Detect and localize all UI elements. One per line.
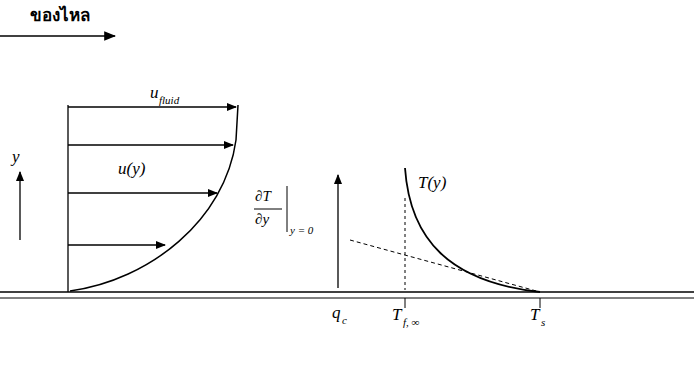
heat-flux-arrow <box>337 175 338 288</box>
dashed-reference <box>405 198 406 290</box>
tick-mark <box>540 298 541 308</box>
profile-label: T(y) <box>418 174 446 193</box>
y-axis-arrow <box>19 172 20 240</box>
profile-base <box>67 105 68 292</box>
derivative-numerator: ∂T <box>255 188 271 205</box>
subscript: c <box>342 314 347 326</box>
tick-mark <box>405 298 406 308</box>
velocity-curve <box>70 105 238 291</box>
evaluation-point: y = 0 <box>290 224 313 236</box>
fraction-bar <box>254 209 282 210</box>
evaluation-bar <box>287 186 288 232</box>
flow-label: ของไหล <box>30 6 90 25</box>
heat-flux-symbol: q <box>332 304 341 323</box>
wall-line <box>0 298 694 299</box>
velocity-arrow <box>68 106 236 107</box>
wall-line <box>0 291 694 293</box>
velocity-arrow <box>68 144 233 145</box>
velocity-arrow <box>68 244 165 245</box>
temperature-symbol: T <box>530 306 539 325</box>
velocity-arrow <box>68 192 217 193</box>
subscript: fluid <box>159 94 179 106</box>
axis-label: y <box>12 148 20 167</box>
derivative-denominator: ∂y <box>255 211 269 228</box>
temperature-symbol: T <box>392 306 401 325</box>
subscript: s <box>541 316 545 328</box>
tangent-line <box>350 240 540 292</box>
flow-arrow <box>0 35 115 37</box>
profile-label: u(y) <box>118 160 145 179</box>
velocity-symbol: u <box>150 84 159 103</box>
subscript: f, ∞ <box>403 316 419 328</box>
